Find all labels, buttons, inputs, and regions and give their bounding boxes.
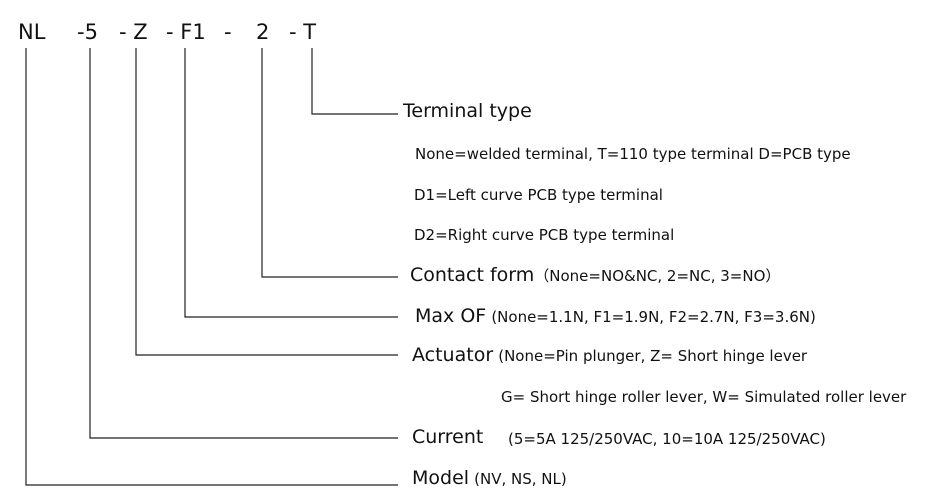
code-model: NL bbox=[18, 20, 46, 44]
code-terminal: - T bbox=[289, 20, 317, 44]
terminal-line-1: None=welded terminal, T=110 type termina… bbox=[415, 145, 851, 163]
actuator-desc: (None=Pin plunger, Z= Short hinge lever bbox=[498, 347, 808, 365]
model-title: Model bbox=[412, 467, 470, 489]
max-of-title: Max OF bbox=[415, 305, 487, 327]
code-current: -5 bbox=[77, 20, 98, 44]
connector-terminal bbox=[311, 48, 398, 115]
contact-title: Contact form bbox=[410, 264, 535, 286]
connector-current bbox=[89, 48, 398, 439]
max-of-desc: (None=1.1N, F1=1.9N, F2=2.7N, F3=3.6N) bbox=[491, 308, 816, 326]
terminal-title: Terminal type bbox=[403, 100, 532, 122]
contact-desc: （None=NO&NC, 2=NC, 3=NO） bbox=[534, 267, 781, 285]
terminal-line-3: D2=Right curve PCB type terminal bbox=[414, 226, 675, 244]
actuator-row: Actuator (None=Pin plunger, Z= Short hin… bbox=[412, 344, 807, 366]
current-title: Current bbox=[412, 426, 484, 448]
model-row: Model (NV, NS, NL) bbox=[412, 467, 567, 489]
current-desc: (5=5A 125/250VAC, 10=10A 125/250VAC) bbox=[508, 430, 826, 448]
model-desc: (NV, NS, NL) bbox=[474, 470, 567, 488]
connector-max-of bbox=[184, 48, 398, 318]
actuator-desc-2: G= Short hinge roller lever, W= Simulate… bbox=[501, 388, 907, 406]
code-actuator: - Z bbox=[119, 20, 148, 44]
connector-model bbox=[25, 48, 398, 486]
terminal-line-2: D1=Left curve PCB type terminal bbox=[414, 186, 663, 204]
connector-actuator bbox=[135, 48, 398, 356]
code-contact: 2 bbox=[256, 20, 270, 44]
connector-contact bbox=[261, 48, 398, 278]
code-max-of: - F1 bbox=[166, 20, 206, 44]
contact-row: Contact form（None=NO&NC, 2=NC, 3=NO） bbox=[410, 264, 780, 286]
code-separator: - bbox=[224, 20, 232, 44]
actuator-title: Actuator bbox=[412, 344, 494, 366]
max-of-row: Max OF (None=1.1N, F1=1.9N, F2=2.7N, F3=… bbox=[415, 305, 816, 327]
